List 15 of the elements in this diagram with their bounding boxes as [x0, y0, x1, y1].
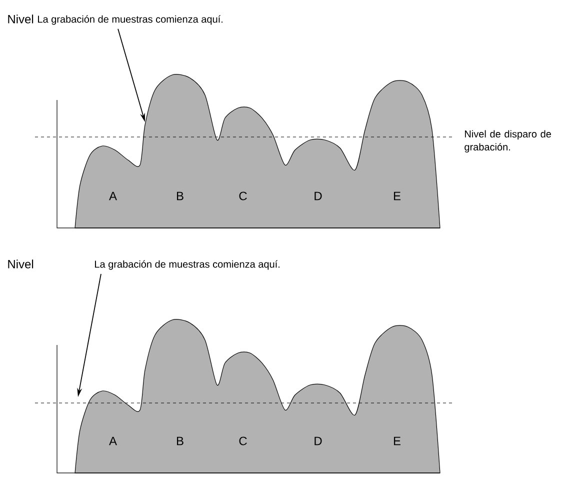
- peak-letter: B: [177, 436, 184, 446]
- annotation-text: La grabación de muestras comienza aquí.: [38, 15, 222, 25]
- peak-letter: A: [109, 192, 117, 200]
- peak-letter: D: [314, 192, 322, 200]
- peak-letter: E: [394, 436, 400, 446]
- axis-label: Nivel: [8, 260, 34, 268]
- peak-letter: D: [314, 436, 322, 446]
- peak-letter: E: [394, 192, 400, 200]
- trigger-label: Nivel de disparo de grabación.: [464, 130, 551, 152]
- peak-letter: B: [177, 192, 184, 200]
- peak-letter: C: [239, 192, 247, 200]
- peak-letter: A: [109, 436, 117, 446]
- annotation-text: La grabación de muestras comienza aquí.: [95, 260, 280, 270]
- axis-label: Nivel: [8, 14, 34, 24]
- peak-letter: C: [239, 436, 247, 446]
